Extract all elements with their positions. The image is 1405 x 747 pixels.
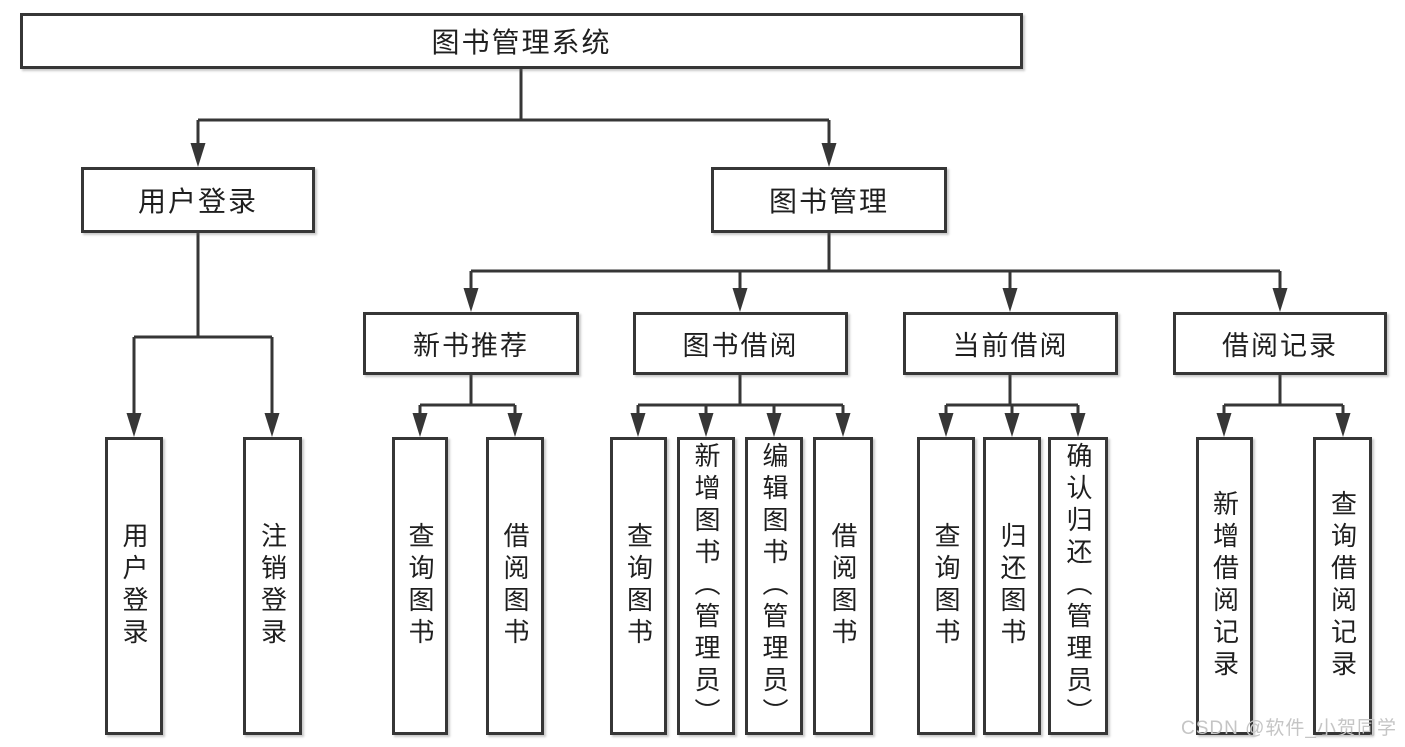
node-label: 图书借阅 xyxy=(682,331,799,361)
node-label: 图书管理系统 xyxy=(431,27,612,58)
leaf-add-books-admin: 新增图书（管理员） xyxy=(677,437,735,735)
leaf-label: 查询借阅记录 xyxy=(1327,490,1358,682)
arrowhead-icons xyxy=(126,143,1351,437)
leaf-add-borrow-record: 新增借阅记录 xyxy=(1196,437,1253,735)
node-label: 当前借阅 xyxy=(952,331,1069,361)
node-book-borrowing: 图书借阅 xyxy=(633,312,848,375)
leaf-label: 借阅图书 xyxy=(500,522,530,650)
node-label: 用户登录 xyxy=(137,186,258,217)
leaf-user-login: 用户登录 xyxy=(105,437,163,735)
node-library-system-root: 图书管理系统 xyxy=(20,13,1023,69)
leaf-label: 归还图书 xyxy=(997,522,1027,650)
leaf-logout: 注销登录 xyxy=(243,437,302,735)
leaf-edit-books-admin: 编辑图书（管理员） xyxy=(745,437,803,735)
node-label: 借阅记录 xyxy=(1222,331,1338,361)
node-new-book-recommend: 新书推荐 xyxy=(363,312,579,375)
leaf-query-borrow-record: 查询借阅记录 xyxy=(1313,437,1372,735)
leaf-borrow-books-recommend: 借阅图书 xyxy=(486,437,544,735)
leaf-label: 新增图书（管理员） xyxy=(691,442,721,730)
leaf-query-books-current: 查询图书 xyxy=(917,437,975,735)
node-user-login: 用户登录 xyxy=(81,167,315,233)
leaf-query-books-borrowing: 查询图书 xyxy=(610,437,667,735)
node-label: 图书管理 xyxy=(768,186,889,217)
leaf-label: 查询图书 xyxy=(931,522,961,650)
leaf-query-books-recommend: 查询图书 xyxy=(392,437,448,735)
leaf-label: 确认归还（管理员） xyxy=(1063,442,1093,730)
node-label: 新书推荐 xyxy=(413,331,529,361)
node-book-management: 图书管理 xyxy=(711,167,947,233)
node-current-borrowing: 当前借阅 xyxy=(903,312,1118,375)
node-borrowing-records: 借阅记录 xyxy=(1173,312,1387,375)
leaf-borrow-books-borrowing: 借阅图书 xyxy=(813,437,873,735)
leaf-label: 查询图书 xyxy=(405,522,435,650)
leaf-label: 新增借阅记录 xyxy=(1209,490,1240,682)
leaf-return-books: 归还图书 xyxy=(983,437,1041,735)
leaf-label: 编辑图书（管理员） xyxy=(759,442,789,730)
leaf-label: 查询图书 xyxy=(623,522,654,650)
leaf-label: 借阅图书 xyxy=(828,522,858,650)
leaf-label: 注销登录 xyxy=(257,522,288,650)
leaf-label: 用户登录 xyxy=(119,522,149,650)
leaf-confirm-return-admin: 确认归还（管理员） xyxy=(1048,437,1108,735)
